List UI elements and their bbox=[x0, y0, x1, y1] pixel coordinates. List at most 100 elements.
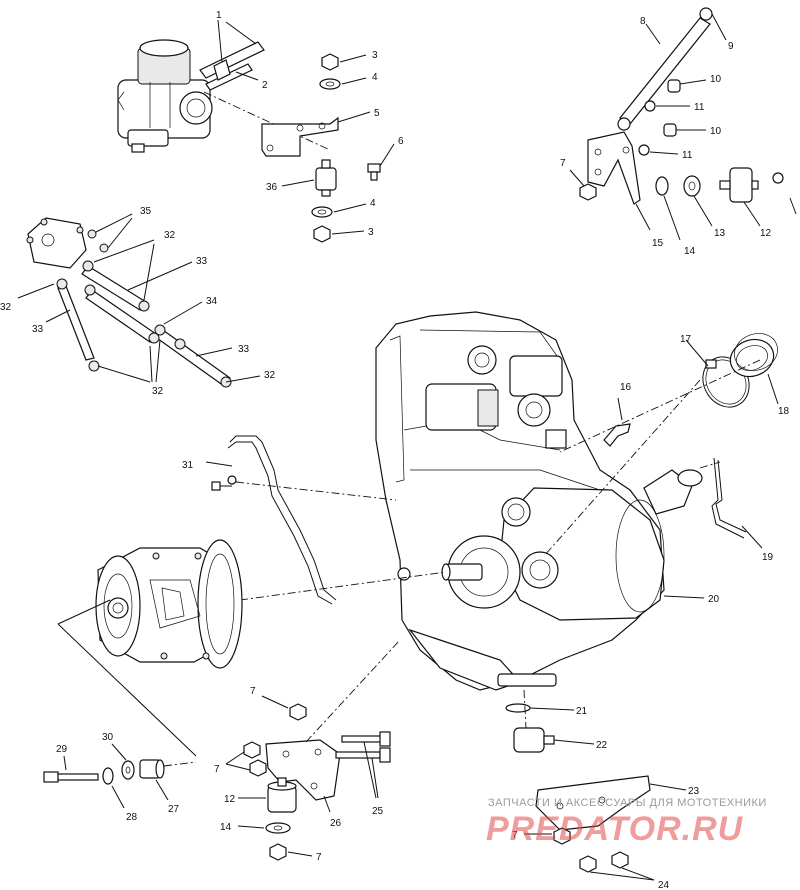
screw-6 bbox=[367, 163, 381, 181]
nut-7-bottom bbox=[269, 843, 287, 861]
spacer-13 bbox=[683, 175, 701, 197]
callout-label: 10 bbox=[710, 74, 722, 85]
callout-label: 22 bbox=[596, 740, 608, 751]
callout-label: 12 bbox=[760, 228, 772, 239]
callout-label: 29 bbox=[56, 744, 68, 755]
callout-label: 33 bbox=[196, 256, 208, 267]
watermark-brand: PREDATOR.RU bbox=[486, 810, 744, 848]
callout-label: 24 bbox=[658, 880, 670, 890]
callout-label: 7 bbox=[250, 686, 256, 697]
callout-label: 27 bbox=[168, 804, 180, 815]
washer-14-top bbox=[655, 176, 669, 196]
rubber-mount-22 bbox=[513, 727, 555, 753]
cap-nut-10b bbox=[663, 123, 677, 137]
drive-clutch bbox=[95, 539, 243, 669]
fitting-35a bbox=[87, 229, 97, 239]
intake-boot bbox=[729, 333, 778, 378]
callout-label: 21 bbox=[576, 706, 588, 717]
washer-28 bbox=[102, 767, 114, 785]
callout-label: 3 bbox=[372, 50, 378, 61]
nut-7-mid bbox=[289, 703, 307, 721]
watermark-caption: ЗАПЧАСТИ И АКСЕССУАРЫ ДЛЯ МОТОТЕХНИКИ bbox=[488, 797, 767, 809]
callout-label: 9 bbox=[728, 41, 734, 52]
bolts-25 bbox=[335, 731, 391, 763]
washer-14-bottom bbox=[265, 822, 291, 834]
callout-label: 28 bbox=[126, 812, 138, 823]
clamps-32 bbox=[56, 260, 232, 388]
washer-21 bbox=[505, 703, 531, 713]
callout-label: 12 bbox=[224, 794, 236, 805]
callout-label: 32 bbox=[164, 230, 176, 241]
nut-3-top bbox=[321, 53, 339, 71]
oil-hose-c bbox=[153, 327, 231, 387]
nut-11b bbox=[638, 144, 650, 156]
callout-label: 14 bbox=[684, 246, 696, 257]
oil-hose-b bbox=[85, 289, 157, 343]
link-rod bbox=[617, 7, 713, 131]
fitting-35b bbox=[99, 243, 109, 253]
callout-label: 32 bbox=[264, 370, 276, 381]
rubber-mount-12-bottom bbox=[267, 777, 297, 813]
spacer-27 bbox=[139, 759, 165, 779]
callout-label: 31 bbox=[182, 460, 194, 471]
callout-label: 4 bbox=[370, 198, 376, 209]
callout-label: 34 bbox=[206, 296, 218, 307]
callout-label: 36 bbox=[266, 182, 278, 193]
callout-label: 25 bbox=[372, 806, 384, 817]
fuel-hoses bbox=[199, 41, 265, 91]
callout-label: 4 bbox=[372, 72, 378, 83]
callout-label: 20 bbox=[708, 594, 720, 605]
rubber-mount-12-top bbox=[719, 167, 759, 203]
breather-tube bbox=[711, 457, 747, 539]
callout-label: 8 bbox=[640, 16, 646, 27]
callout-label: 10 bbox=[710, 126, 722, 137]
callout-label: 17 bbox=[680, 334, 692, 345]
callout-label: 32 bbox=[152, 386, 164, 397]
nuts-7-pair bbox=[243, 741, 267, 777]
callout-label: 16 bbox=[620, 382, 632, 393]
callout-label: 7 bbox=[512, 830, 518, 841]
nut-small-right bbox=[772, 172, 784, 184]
washer-4-bottom bbox=[311, 206, 333, 218]
oil-pump bbox=[26, 217, 87, 269]
nuts-24 bbox=[579, 851, 629, 873]
callout-label: 11 bbox=[694, 102, 705, 113]
rubber-mount bbox=[315, 159, 337, 197]
callout-label: 6 bbox=[398, 136, 404, 147]
callout-label: 7 bbox=[214, 764, 220, 775]
callout-label: 1 bbox=[216, 10, 222, 21]
callout-label: 33 bbox=[238, 344, 250, 355]
nut-7-skid bbox=[553, 827, 571, 845]
callout-label: 11 bbox=[682, 150, 693, 161]
washer-4-top bbox=[319, 78, 341, 90]
callout-label: 5 bbox=[374, 108, 380, 119]
callout-label: 30 bbox=[102, 732, 114, 743]
mount-bracket-15 bbox=[587, 131, 641, 205]
washer-30 bbox=[121, 760, 135, 780]
bolt-31 bbox=[211, 481, 232, 491]
callout-label: 3 bbox=[368, 227, 374, 238]
nut-7-top bbox=[579, 183, 597, 201]
callout-label: 33 bbox=[32, 324, 44, 335]
callout-label: 26 bbox=[330, 818, 342, 829]
carburetor bbox=[117, 39, 213, 153]
vent-hose bbox=[603, 423, 631, 447]
callout-label: 7 bbox=[560, 158, 566, 169]
cooling-pipe bbox=[227, 435, 337, 605]
nut-3-bottom bbox=[313, 225, 331, 243]
callout-label: 7 bbox=[316, 852, 322, 863]
callout-label: 13 bbox=[714, 228, 726, 239]
callout-label: 15 bbox=[652, 238, 664, 249]
mount-bracket bbox=[261, 116, 339, 157]
cap-nut-10a bbox=[667, 79, 681, 93]
nut-11a bbox=[644, 100, 656, 112]
skid-bracket bbox=[535, 775, 651, 831]
engine-assembly bbox=[375, 311, 703, 691]
clutch-bolt bbox=[43, 771, 99, 783]
callout-label: 14 bbox=[220, 822, 232, 833]
oil-hose-a bbox=[81, 265, 147, 311]
mount-bracket-26 bbox=[265, 739, 341, 801]
callout-label: 23 bbox=[688, 786, 700, 797]
callout-label: 19 bbox=[762, 552, 774, 563]
